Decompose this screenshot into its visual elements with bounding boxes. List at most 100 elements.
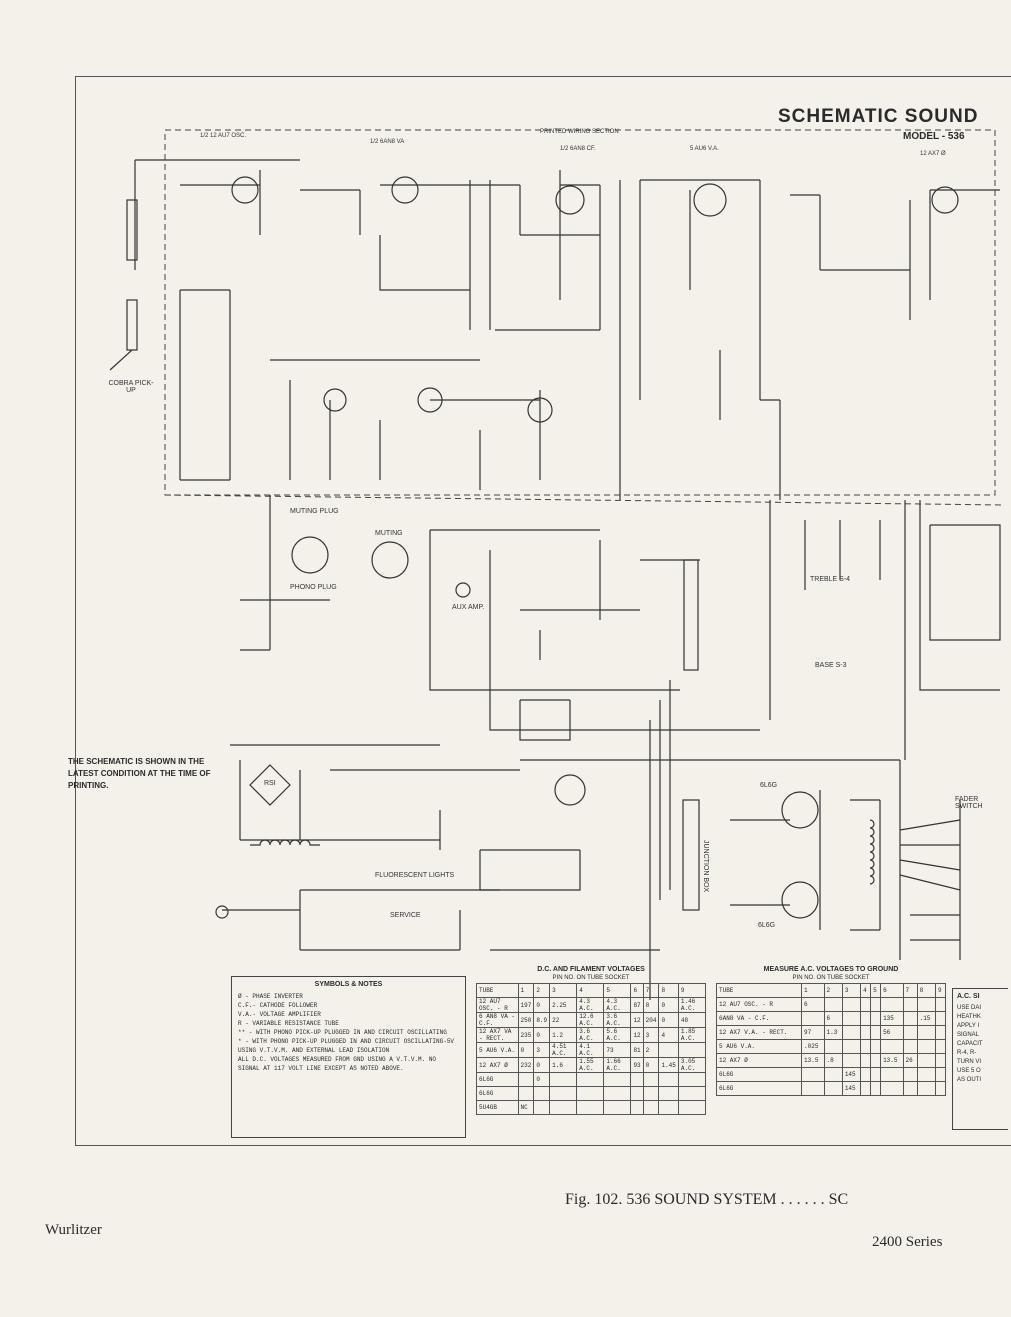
- tube-5u4gb: [554, 774, 586, 806]
- table-cell: 0: [658, 1012, 679, 1028]
- table-cell: [630, 1100, 644, 1115]
- table-cell: 93: [630, 1057, 644, 1073]
- table-cell: [603, 1086, 632, 1101]
- label-va-section: 1/2 6AN8 VA: [370, 139, 404, 145]
- table-cell: [576, 1100, 605, 1115]
- table-cell: 5.6 A.C.: [603, 1027, 632, 1043]
- table-cell: 6L6G: [715, 1081, 803, 1096]
- table-cell: 1.2: [549, 1027, 578, 1043]
- model-number: MODEL - 536: [903, 131, 965, 142]
- figure-caption: Fig. 102. 536 SOUND SYSTEM . . . . . . S…: [565, 1191, 849, 1208]
- table-header-cell: 4: [576, 983, 605, 998]
- dc-voltage-table-wrap: D.C. AND FILAMENT VOLTAGES PIN NO. ON TU…: [476, 966, 707, 1115]
- symbol-note: C.F.- CATHODE FOLLOWER: [238, 1002, 318, 1009]
- table-cell: [916, 997, 936, 1012]
- table-header-cell: 2: [533, 983, 551, 998]
- treble-label: TREBLE S-4: [810, 576, 851, 583]
- cobra-pickup-label: COBRA PICK-UP: [108, 380, 154, 394]
- tube-6an8-va: [391, 176, 419, 204]
- table-cell: [880, 1081, 904, 1096]
- symbol-note: ALL D.C. VOLTAGES MEASURED FROM GND USIN…: [238, 1056, 437, 1072]
- table-cell: [916, 1081, 936, 1096]
- table-cell: 3.6 A.C.: [603, 1012, 632, 1028]
- table-cell: 0: [533, 997, 551, 1013]
- table-cell: [860, 1025, 872, 1040]
- table-cell: [916, 1039, 936, 1054]
- table-cell: [576, 1072, 605, 1087]
- table-cell: 232: [517, 1057, 535, 1073]
- aux-amp-jack: [455, 582, 471, 598]
- table-cell: [902, 997, 918, 1012]
- table-cell: 2: [642, 1042, 660, 1058]
- aux-amp-label: AUX AMP.: [452, 604, 485, 611]
- table-cell: 0: [517, 1042, 535, 1058]
- label-printed-wiring: PRINTED WIRING SECTION: [540, 129, 619, 135]
- table-cell: 12: [630, 1012, 644, 1028]
- muting-socket: [371, 541, 409, 579]
- ac-side-line: USE 5 O: [957, 1068, 981, 1074]
- table-cell: [880, 1067, 904, 1082]
- table-cell: 6: [823, 1011, 843, 1026]
- power-transformer-primary: [250, 839, 320, 846]
- table-cell: 6L6G: [715, 1067, 803, 1082]
- muting-plug-label: MUTING PLUG: [290, 508, 339, 515]
- table-cell: [658, 1072, 679, 1087]
- power-supply: [215, 744, 660, 951]
- table-cell: [860, 1011, 872, 1026]
- tube-6an8-cf: [555, 185, 585, 215]
- table-cell: [677, 1100, 707, 1115]
- table-cell: 2.25: [549, 997, 578, 1013]
- table-cell: 4.3 A.C.: [603, 997, 632, 1013]
- power-plug: [215, 905, 229, 919]
- table-cell: [642, 1100, 660, 1115]
- brand-name: Wurlitzer: [45, 1222, 102, 1238]
- table-cell: [916, 1067, 936, 1082]
- phono-plug-label: PHONO PLUG: [290, 584, 337, 591]
- terminal-strip: [683, 559, 699, 671]
- ac-side-line: TURN VI: [957, 1059, 981, 1065]
- table-cell: 0: [658, 997, 679, 1013]
- table-cell: 56: [880, 1025, 904, 1040]
- table-cell: [934, 1025, 947, 1040]
- table-cell: 13.5: [801, 1053, 825, 1068]
- table-cell: [841, 1025, 862, 1040]
- table-cell: 1.45: [658, 1057, 679, 1073]
- tube-12ax7-phase: [931, 186, 959, 214]
- table-cell: [630, 1086, 644, 1101]
- table-cell: 1.55 A.C.: [576, 1057, 605, 1073]
- table-cell: [801, 1067, 825, 1082]
- table-cell: [549, 1072, 578, 1087]
- table-header-cell: 7: [902, 983, 918, 998]
- table-cell: [841, 1053, 862, 1068]
- control-wiring: [240, 495, 1001, 1000]
- cobra-pickup-symbol: [109, 199, 138, 371]
- tube-12au7-r: [527, 397, 553, 423]
- table-cell: 12 AX7 V.A. - RECT.: [715, 1025, 803, 1040]
- table-cell: [533, 1100, 551, 1115]
- table-cell: [801, 1081, 825, 1096]
- table-cell: [658, 1086, 679, 1101]
- ac-side-line: HEATHK: [957, 1014, 981, 1020]
- base-label: BASE S-3: [815, 662, 847, 669]
- table-cell: 204: [642, 1012, 660, 1028]
- table-header-cell: 8: [916, 983, 936, 998]
- table-cell: [934, 997, 947, 1012]
- table-cell: 4.51 A.C.: [549, 1042, 578, 1058]
- table-cell: 1.85 A.C.: [677, 1027, 707, 1043]
- rectifier-rsi: [249, 764, 291, 806]
- label-cf-section: 1/2 6AN8 CF.: [560, 146, 596, 152]
- table-row: 5 AU6 V.A..025: [715, 1039, 947, 1054]
- preamp-wiring: [134, 159, 1000, 500]
- table-cell: 12 AU7 OSC. - R: [715, 997, 803, 1012]
